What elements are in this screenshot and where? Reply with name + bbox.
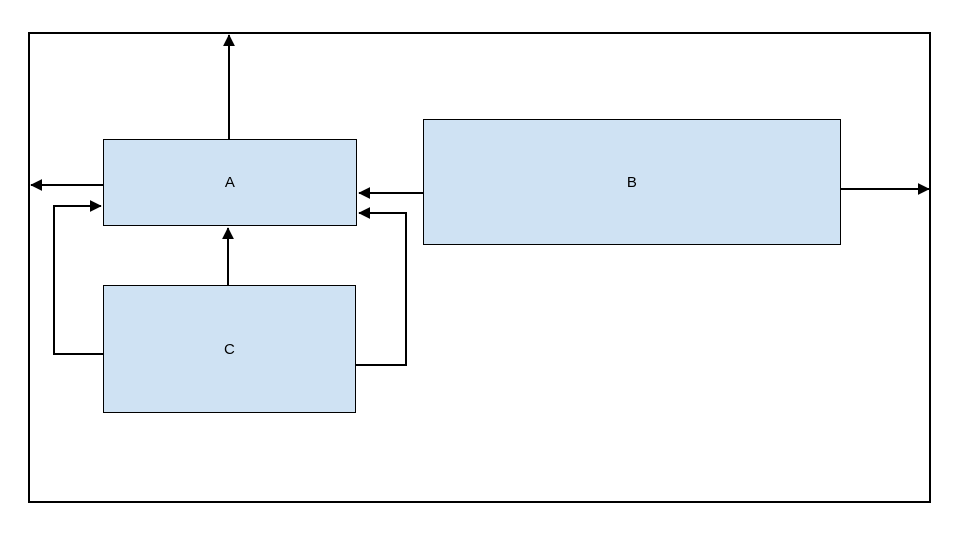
node-c-label: C — [223, 340, 236, 358]
node-a: A — [103, 139, 357, 226]
node-c: C — [103, 285, 356, 413]
node-b: B — [423, 119, 841, 245]
node-a-label: A — [224, 174, 236, 191]
outer-frame — [28, 32, 931, 503]
node-b-label: B — [626, 173, 638, 191]
